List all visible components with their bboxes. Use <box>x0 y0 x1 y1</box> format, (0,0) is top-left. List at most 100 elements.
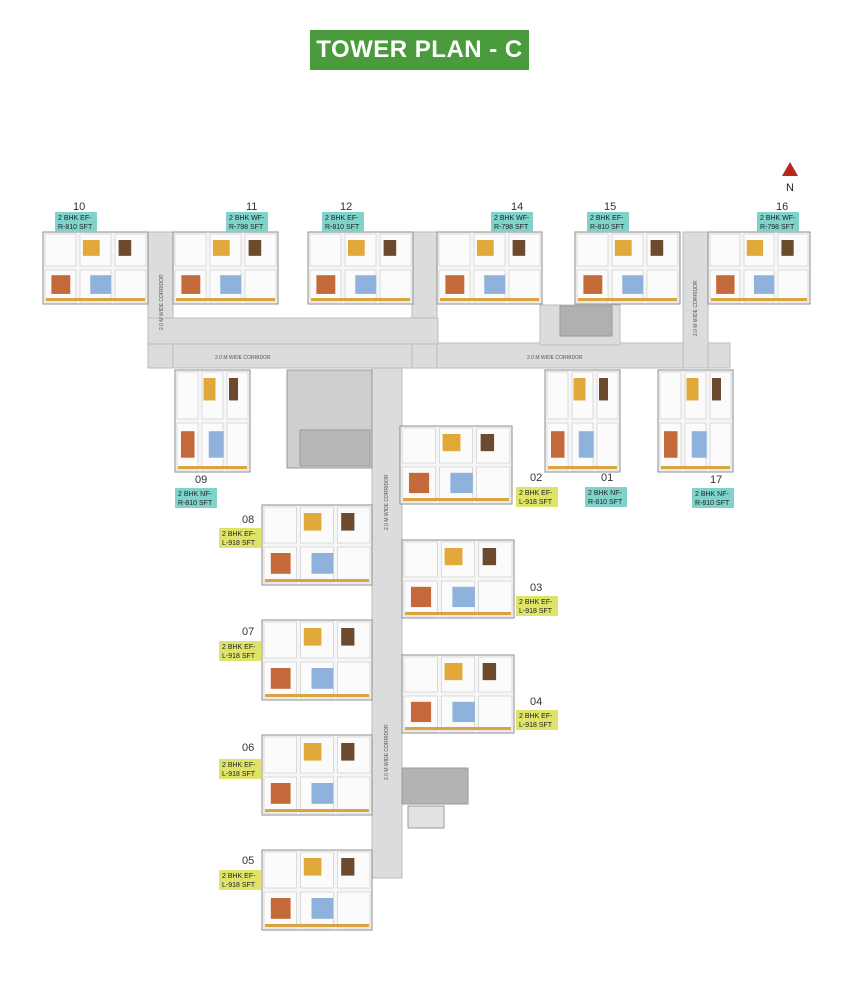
corridor-label-spine-lower: 2.0 M WIDE CORRIDOR <box>384 724 390 780</box>
unit-area-label <box>219 759 261 779</box>
unit-area-label <box>757 212 799 232</box>
tower-title-banner: TOWER PLAN - C <box>310 30 529 70</box>
unit-type-text: 2 BHK EF- <box>519 713 553 720</box>
sofa-icon <box>303 743 322 761</box>
room <box>546 371 569 420</box>
unit-area-label <box>322 212 364 232</box>
unit-area-label <box>226 212 268 232</box>
room <box>114 269 147 303</box>
unit-area-text: R-810 SFT <box>590 224 625 231</box>
unit-04[interactable]: 042 BHK EF-L-918 SFT <box>401 654 558 734</box>
unit-type-text: 2 BHK WF- <box>229 215 265 222</box>
unit-area-text: R-798 SFT <box>760 224 795 231</box>
unit-14[interactable]: 142 BHK WF-R-798 SFT <box>436 201 543 305</box>
room <box>309 233 342 267</box>
unit-17[interactable]: 172 BHK NF-R-810 SFT <box>657 369 734 508</box>
room <box>244 269 277 303</box>
balcony <box>178 466 247 469</box>
unit-area-label <box>585 487 627 507</box>
bathroom-icon <box>452 586 475 608</box>
sofa-icon <box>444 663 463 681</box>
room <box>174 233 207 267</box>
unit-type-text: 2 BHK NF- <box>695 491 730 498</box>
unit-type-text: 2 BHK NF- <box>178 491 213 498</box>
unit-type-text: 2 BHK WF- <box>760 215 796 222</box>
unit-number: 03 <box>530 582 542 594</box>
balcony <box>311 298 410 301</box>
sofa-icon <box>303 513 322 531</box>
room <box>478 580 513 617</box>
unit-05[interactable]: 052 BHK EF-L-918 SFT <box>219 849 373 931</box>
unit-number: 08 <box>242 514 254 526</box>
balcony <box>403 498 509 501</box>
balcony <box>548 466 617 469</box>
unit-11[interactable]: 112 BHK WF-R-798 SFT <box>172 201 279 305</box>
service-core <box>286 305 613 829</box>
sofa-icon <box>212 240 230 256</box>
bed-icon <box>316 275 336 294</box>
room <box>576 233 609 267</box>
unit-15[interactable]: 152 BHK EF-R-810 SFT <box>574 201 681 305</box>
bed-icon <box>410 701 432 723</box>
unit-06[interactable]: 062 BHK EF-L-918 SFT <box>219 734 373 816</box>
corridor-label-left-vertical: 2.0 M WIDE CORRIDOR <box>159 274 165 330</box>
unit-07[interactable]: 072 BHK EF-L-918 SFT <box>219 619 373 701</box>
unit-08[interactable]: 082 BHK EF-L-918 SFT <box>219 504 373 586</box>
bathroom-icon <box>452 701 475 723</box>
table-icon <box>480 434 495 452</box>
table-icon <box>512 240 526 256</box>
unit-02[interactable]: 022 BHK EF-L-918 SFT <box>399 425 558 507</box>
corridor-label-spine-upper: 2.0 M WIDE CORRIDOR <box>384 474 390 530</box>
unit-number: 02 <box>530 472 542 484</box>
table-icon <box>118 240 132 256</box>
bathroom-icon <box>578 431 594 458</box>
sofa-icon <box>303 628 322 646</box>
staircase-lower <box>401 767 469 805</box>
unit-type-text: 2 BHK EF- <box>590 215 624 222</box>
unit-area-label <box>491 212 533 232</box>
balcony <box>711 298 807 301</box>
sofa-icon <box>686 378 699 401</box>
room <box>508 269 541 303</box>
balcony <box>265 694 369 697</box>
bathroom-icon <box>450 472 473 494</box>
corridor-label-upper-left: 2.0 M WIDE CORRIDOR <box>215 355 271 361</box>
unit-16[interactable]: 16 2 BHK WF- R-798 SFT <box>707 201 811 305</box>
unit-12[interactable]: 122 BHK EF-R-810 SFT <box>307 201 414 305</box>
unit-01[interactable]: 012 BHK NF-R-810 SFT <box>544 369 627 507</box>
upper-left-connector <box>147 317 439 345</box>
unit-area-text: L-918 SFT <box>222 882 256 889</box>
room <box>478 695 513 732</box>
unit-area-label <box>219 870 261 890</box>
unit-area-label <box>516 487 558 507</box>
north-label: N <box>786 182 794 194</box>
bathroom-icon <box>208 431 224 458</box>
bed-icon <box>664 431 678 458</box>
sofa-icon <box>746 240 764 256</box>
room <box>263 851 297 889</box>
room <box>337 891 371 929</box>
unit-number: 16 <box>776 201 788 213</box>
balcony <box>176 298 275 301</box>
sofa-icon <box>347 240 365 256</box>
unit-09[interactable]: 092 BHK NF-R-810 SFT <box>174 369 251 508</box>
bed-icon <box>583 275 603 294</box>
unit-area-label <box>692 488 734 508</box>
unit-area-label <box>55 212 97 232</box>
unit-number: 07 <box>242 626 254 638</box>
sofa-icon <box>444 548 463 566</box>
center-corridor-branch <box>411 231 438 369</box>
unit-type-text: 2 BHK EF- <box>222 644 256 651</box>
table-icon <box>650 240 664 256</box>
room <box>709 233 741 267</box>
sofa-icon <box>442 434 461 452</box>
unit-area-text: L-918 SFT <box>222 540 256 547</box>
unit-03[interactable]: 032 BHK EF-L-918 SFT <box>401 539 558 619</box>
unit-number: 01 <box>601 472 613 484</box>
table-icon <box>383 240 397 256</box>
unit-type-text: 2 BHK EF- <box>222 762 256 769</box>
unit-10[interactable]: 102 BHK EF-R-810 SFT <box>42 201 149 305</box>
unit-area-text: R-810 SFT <box>588 499 623 506</box>
